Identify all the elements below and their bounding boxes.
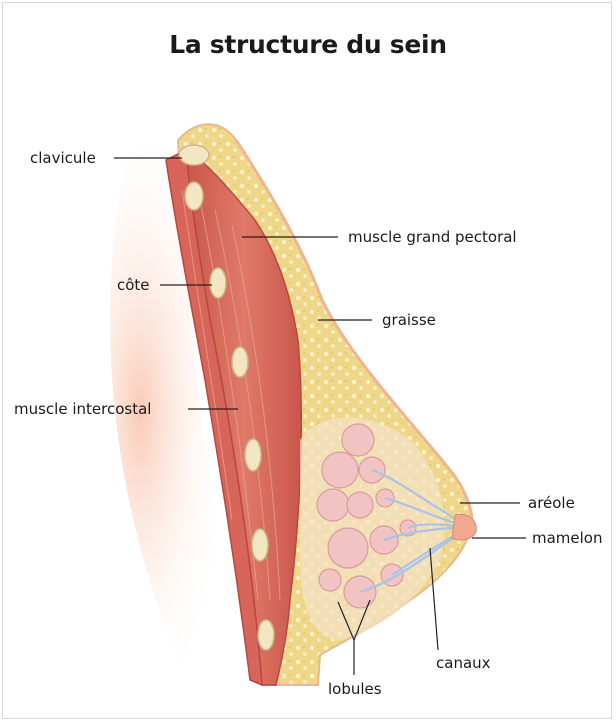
rib [252, 529, 268, 561]
rib [185, 182, 203, 210]
clavicle-bone [179, 145, 209, 165]
rib [210, 268, 226, 298]
label-canaux: canaux [436, 654, 491, 672]
label-graisse: graisse [382, 311, 436, 329]
label-cote: côte [117, 276, 150, 294]
lobule [319, 569, 341, 591]
label-clavicule: clavicule [30, 149, 96, 167]
lobule [347, 492, 373, 518]
label-muscle-grand-pectoral: muscle grand pectoral [348, 228, 517, 246]
label-mamelon: mamelon [532, 529, 603, 547]
label-lobules: lobules [328, 680, 382, 698]
rib [232, 347, 248, 377]
lobule [342, 424, 374, 456]
lobule [328, 528, 368, 568]
rib [245, 439, 261, 471]
label-areole: aréole [528, 494, 575, 512]
lobule [317, 489, 349, 521]
lobule [322, 452, 358, 488]
label-muscle-intercostal: muscle intercostal [14, 400, 151, 418]
rib [258, 620, 274, 650]
